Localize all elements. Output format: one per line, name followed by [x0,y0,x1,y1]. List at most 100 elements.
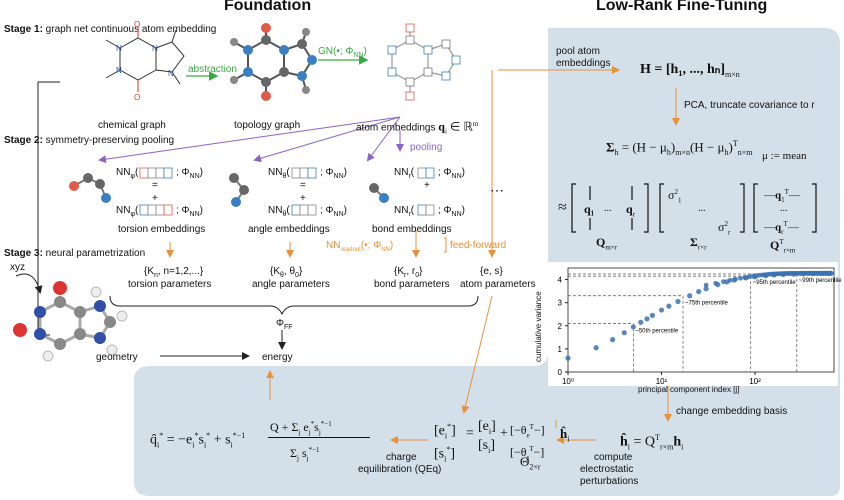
topology-graph-label: topology graph [234,120,301,131]
y-tick-label: 2 [558,322,563,331]
fine-tuning-header: Low-Rank Fine-Tuning [596,0,768,14]
sigma-dots: ... [698,203,706,214]
theta-label: Θ2×r [520,454,541,472]
feed-forward-label: feed-forward [450,240,507,251]
es-equals: = [466,426,474,441]
data-point-dense [742,274,748,280]
QT-label: QTr×m [770,238,796,255]
pool-atom-label: pool atom [556,46,600,57]
data-point-dense [738,275,743,281]
data-point [638,319,644,325]
change-basis-label: change embedding basis [676,406,788,417]
torsion-parameters-label: torsion parameters [128,279,212,290]
more-ellipsis: ⋯ [490,182,504,198]
atom-parameters-label: atom parameters [460,279,536,290]
xyz-label: xyz [10,262,25,273]
torsion-plus: + [152,193,158,204]
qT-dots: ... [780,203,788,214]
q1-vector: q₁ [584,202,595,216]
charge-label: charge [386,452,417,463]
x-tick-label: 10² [749,377,761,386]
data-point-dense [727,277,733,283]
geometry-label: geometry [96,352,138,363]
angle-parameters-label: angle parameters [252,279,330,290]
data-point [593,345,599,351]
qr-vector: qr [626,202,636,219]
angle-nn-bot-rest: ; ΦNN) [320,205,348,218]
svg-text:O: O [134,93,140,102]
x-tick-label: 10⁰ [562,377,574,386]
data-point [675,298,681,305]
abstraction-label: abstraction [188,64,237,75]
angle-nn-bot: NNθ( [268,205,290,218]
y-tick-label: 3 [558,299,563,308]
data-point [696,288,702,295]
readout-label: NNreadout(•; ΦNN) [326,240,394,253]
qT-rowr: —qrT— [764,220,799,236]
pooling-label: pooling [410,142,443,153]
bond-parameters-label: bond parameters [374,279,450,290]
energy-label: energy [262,352,293,363]
sigmar: σ2r [718,220,731,237]
variance-chart-panel [548,262,838,386]
data-point [644,316,650,322]
compute-label: compute [594,452,633,463]
atom-set: {e, s} [480,266,503,277]
torsion-nn-top-rest: ; ΦNN) [176,167,204,180]
data-point-dense [746,274,752,280]
Q-label: Qm×r [596,235,618,252]
bond-nn-bot: NNr( [394,205,415,218]
stage1-label: Stage 1: graph net continuous atom embed… [4,24,217,35]
approx-sign: ≈ [558,199,567,216]
chart-xlabel: principal component index [j] [638,385,740,394]
h-hat-equation: ĥi = QTr×mhi [620,433,684,452]
q-dots: ... [604,203,612,214]
es-vector: [ei*][si*] [434,422,456,464]
chemical-graph-label: chemical graph [98,120,166,131]
svg-text:N: N [116,66,122,75]
angle-plus: + [300,193,306,204]
chart-ylabel: cumulative variance [534,291,543,362]
data-point-dense [703,282,709,288]
svg-text:N: N [152,44,158,53]
svg-text:O: O [134,20,140,29]
H-equation: H = [h₁, ..., hₙ]m×n [640,62,740,79]
foundation-header: Foundation [224,0,312,14]
data-point [610,337,616,343]
svg-text:N: N [168,69,174,78]
torsion-nn-top: NNφ( [116,167,139,180]
data-point-dense [713,280,719,286]
percentile-annotation: ~50th percentile [635,328,679,334]
percentile-annotation: ~99th percentile [799,278,843,284]
h-hat-i: ĥi [560,426,570,444]
qeq-numerator: Q + Σj ej*sj*−1 [270,420,332,437]
gn-label: GN(•; ΦNN) [318,46,367,59]
data-point [630,324,636,330]
torsion-embeddings-label: torsion embeddings [118,224,206,235]
data-point [649,312,656,318]
qeq-fraction-bar [268,437,370,438]
data-point [687,293,693,299]
torsion-equals: = [152,180,158,191]
chart-frame [567,267,835,373]
angle-embeddings-label: angle embeddings [248,224,330,235]
qeq-label: equilibration (QEq) [358,464,442,475]
data-point-dense [733,276,738,282]
theta-matrix: [−θeT−][−θsT−] [510,423,545,462]
bond-plus: + [424,180,430,191]
sigma-equation: Σh = (H − μh)m×n(H − μh)Tn×m [606,139,753,157]
angle-nn-top: NNθ( [268,167,290,180]
bond-nn-top-rest: ; ΦNN) [438,167,466,180]
es-base: [ei][si] [478,419,496,455]
torsion-nn-bot-rest: ; ΦNN) [176,205,204,218]
torsion-nn-bot: NNφ( [116,205,139,218]
qeq-equation: q̂i* = −ei*si* + si*−1 [150,431,246,450]
qeq-denominator: Σj sj*−1 [290,446,320,463]
data-point [703,286,709,292]
pca-label: PCA, truncate covariance to r [684,100,815,111]
es-plus: + [500,426,508,441]
data-point-dense [828,270,834,276]
data-point-dense [721,279,726,285]
